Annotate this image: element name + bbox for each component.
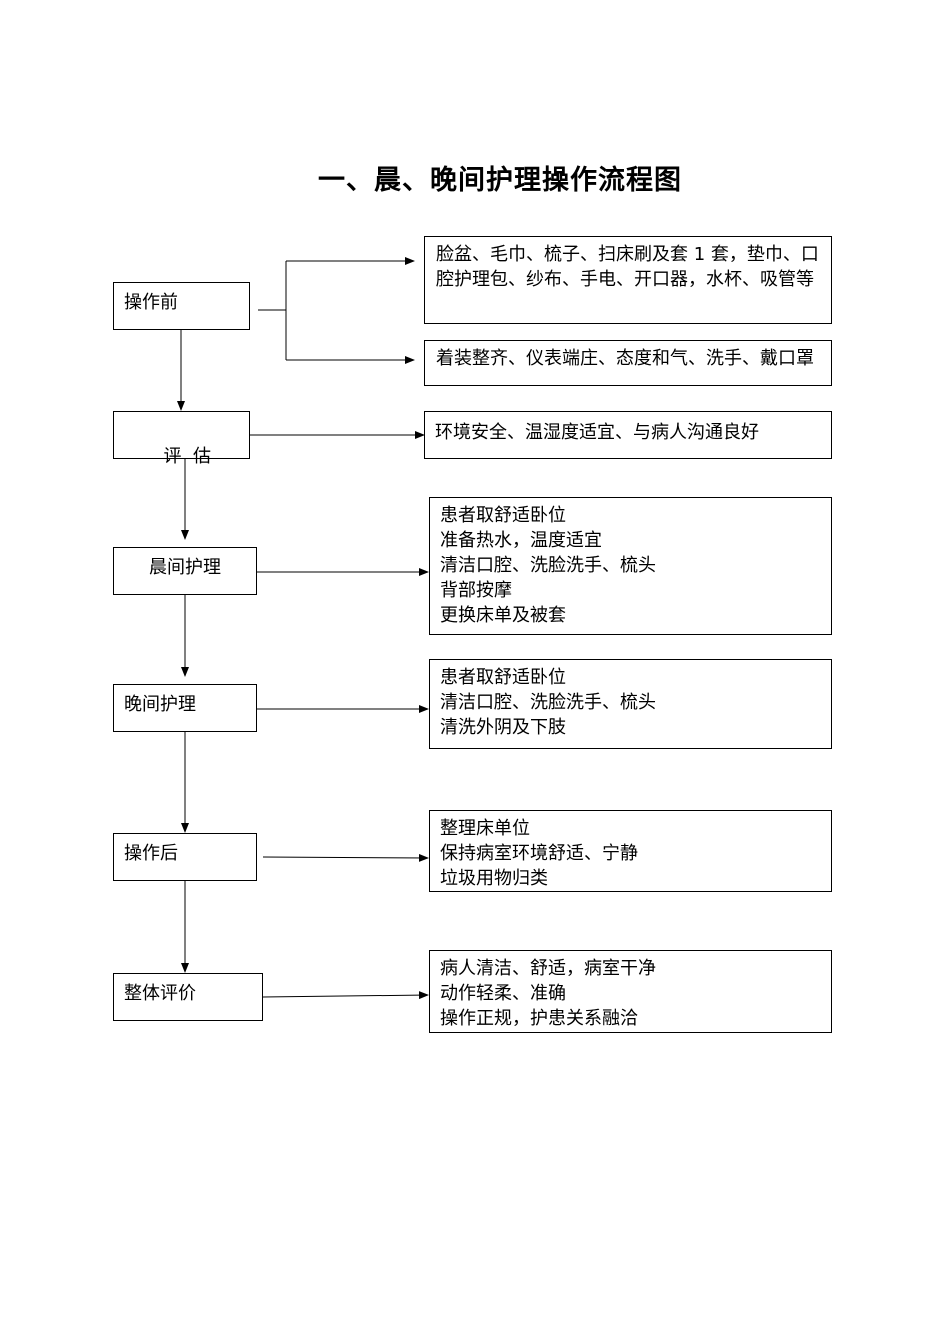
detail-line: 脸盆、毛巾、梳子、扫床刷及套 1 套，垫巾、口腔护理包、纱布、手电、开口器，水杯… <box>436 244 819 290</box>
detail-box-morning-care: 患者取舒适卧位 准备热水，温度适宜 清洁口腔、洗脸洗手、梳头 背部按摩 更换床单… <box>429 497 832 635</box>
detail-box-attire: 着装整齐、仪表端庄、态度和气、洗手、戴口罩 <box>424 340 832 386</box>
step-box-post-operation: 操作后 <box>113 833 257 881</box>
detail-line: 更换床单及被套 <box>440 605 566 626</box>
step-box-pre-operation: 操作前 <box>113 282 250 330</box>
detail-line: 清洁口腔、洗脸洗手、梳头 <box>440 555 656 576</box>
step-label: 操作前 <box>124 292 178 313</box>
detail-line: 环境安全、温湿度适宜、与病人沟通良好 <box>435 422 759 443</box>
detail-line: 整理床单位 <box>440 818 530 839</box>
detail-line: 清洗外阴及下肢 <box>440 717 566 738</box>
step-box-overall-evaluation: 整体评价 <box>113 973 263 1021</box>
step-box-morning-care: 晨间护理 <box>113 547 257 595</box>
detail-box-materials: 脸盆、毛巾、梳子、扫床刷及套 1 套，垫巾、口腔护理包、纱布、手电、开口器，水杯… <box>424 236 832 324</box>
detail-line: 清洁口腔、洗脸洗手、梳头 <box>440 692 656 713</box>
detail-line: 病人清洁、舒适，病室干净 <box>440 958 656 979</box>
arrow-post-detail <box>262 853 429 862</box>
detail-box-assessment: 环境安全、温湿度适宜、与病人沟通良好 <box>424 411 832 459</box>
step-label: 晚间护理 <box>124 694 196 715</box>
detail-line: 保持病室环境舒适、宁静 <box>440 843 638 864</box>
detail-box-post-operation: 整理床单位 保持病室环境舒适、宁静 垃圾用物归类 <box>429 810 832 892</box>
detail-line: 患者取舒适卧位 <box>440 667 566 688</box>
detail-box-overall-evaluation: 病人清洁、舒适，病室干净 动作轻柔、准确 操作正规，护患关系融洽 <box>429 950 832 1033</box>
detail-line: 准备热水，温度适宜 <box>440 530 602 551</box>
detail-line: 动作轻柔、准确 <box>440 983 566 1004</box>
detail-line: 患者取舒适卧位 <box>440 505 566 526</box>
step-label: 操作后 <box>124 843 178 864</box>
step-box-evening-care: 晚间护理 <box>113 684 257 732</box>
step-label: 评 估 <box>163 446 211 467</box>
detail-box-evening-care: 患者取舒适卧位 清洁口腔、洗脸洗手、梳头 清洗外阴及下肢 <box>429 659 832 749</box>
step-label: 整体评价 <box>124 983 196 1004</box>
detail-line: 垃圾用物归类 <box>440 868 548 889</box>
detail-line: 背部按摩 <box>440 580 512 601</box>
page-title: 一、晨、晚间护理操作流程图 <box>318 165 682 196</box>
arrow-eval-detail <box>262 991 429 1000</box>
detail-line: 操作正规，护患关系融洽 <box>440 1008 638 1029</box>
detail-line: 着装整齐、仪表端庄、态度和气、洗手、戴口罩 <box>436 348 814 369</box>
step-box-assessment: 评 估 <box>113 411 250 467</box>
step-label: 晨间护理 <box>149 557 221 578</box>
